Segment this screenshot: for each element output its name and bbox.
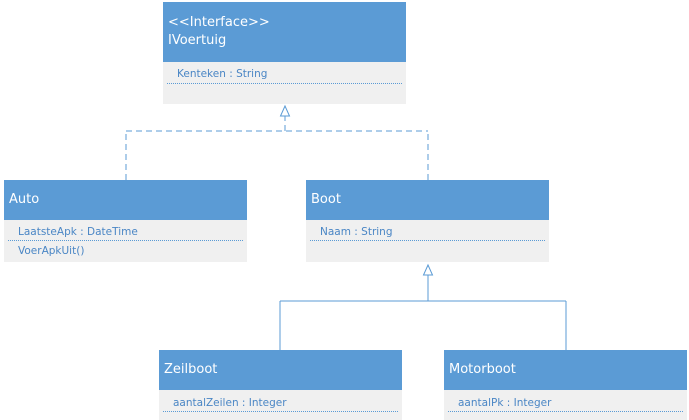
class-motorboot[interactable]: Motorboot aantalPk : Integer [444,350,687,420]
class-auto-method: VoerApkUit() [18,245,85,257]
class-zeilboot-name: Zeilboot [164,362,218,377]
class-motorboot-header: Motorboot [444,350,687,390]
generalization-connector [279,263,567,350]
realization-arrowhead [279,104,291,117]
class-ivoertuig-attribute: Kenteken : String [167,62,402,84]
class-ivoertuig-stereotype: <<Interface>> [168,15,270,30]
class-auto-name: Auto [9,192,40,207]
class-zeilboot-header: Zeilboot [159,350,402,390]
class-motorboot-attribute: aantalPk : Integer [448,390,683,412]
class-ivoertuig-name: IVoertuig [168,33,227,48]
class-ivoertuig-header: <<Interface>> IVoertuig [163,2,406,62]
class-boot-name: Boot [311,192,341,207]
class-auto-header: Auto [4,180,247,220]
class-zeilboot[interactable]: Zeilboot aantalZeilen : Integer [159,350,402,420]
generalization-arrowhead [422,263,434,276]
realization-connector [125,104,429,180]
class-motorboot-name: Motorboot [449,362,516,377]
class-boot[interactable]: Boot Naam : String [306,180,549,262]
class-boot-header: Boot [306,180,549,220]
class-ivoertuig[interactable]: <<Interface>> IVoertuig Kenteken : Strin… [163,2,406,104]
class-zeilboot-attribute: aantalZeilen : Integer [163,390,398,412]
class-auto[interactable]: Auto LaatsteApk : DateTime VoerApkUit() [4,180,247,262]
class-boot-attribute: Naam : String [310,220,545,241]
class-auto-attribute: LaatsteApk : DateTime [8,220,243,241]
